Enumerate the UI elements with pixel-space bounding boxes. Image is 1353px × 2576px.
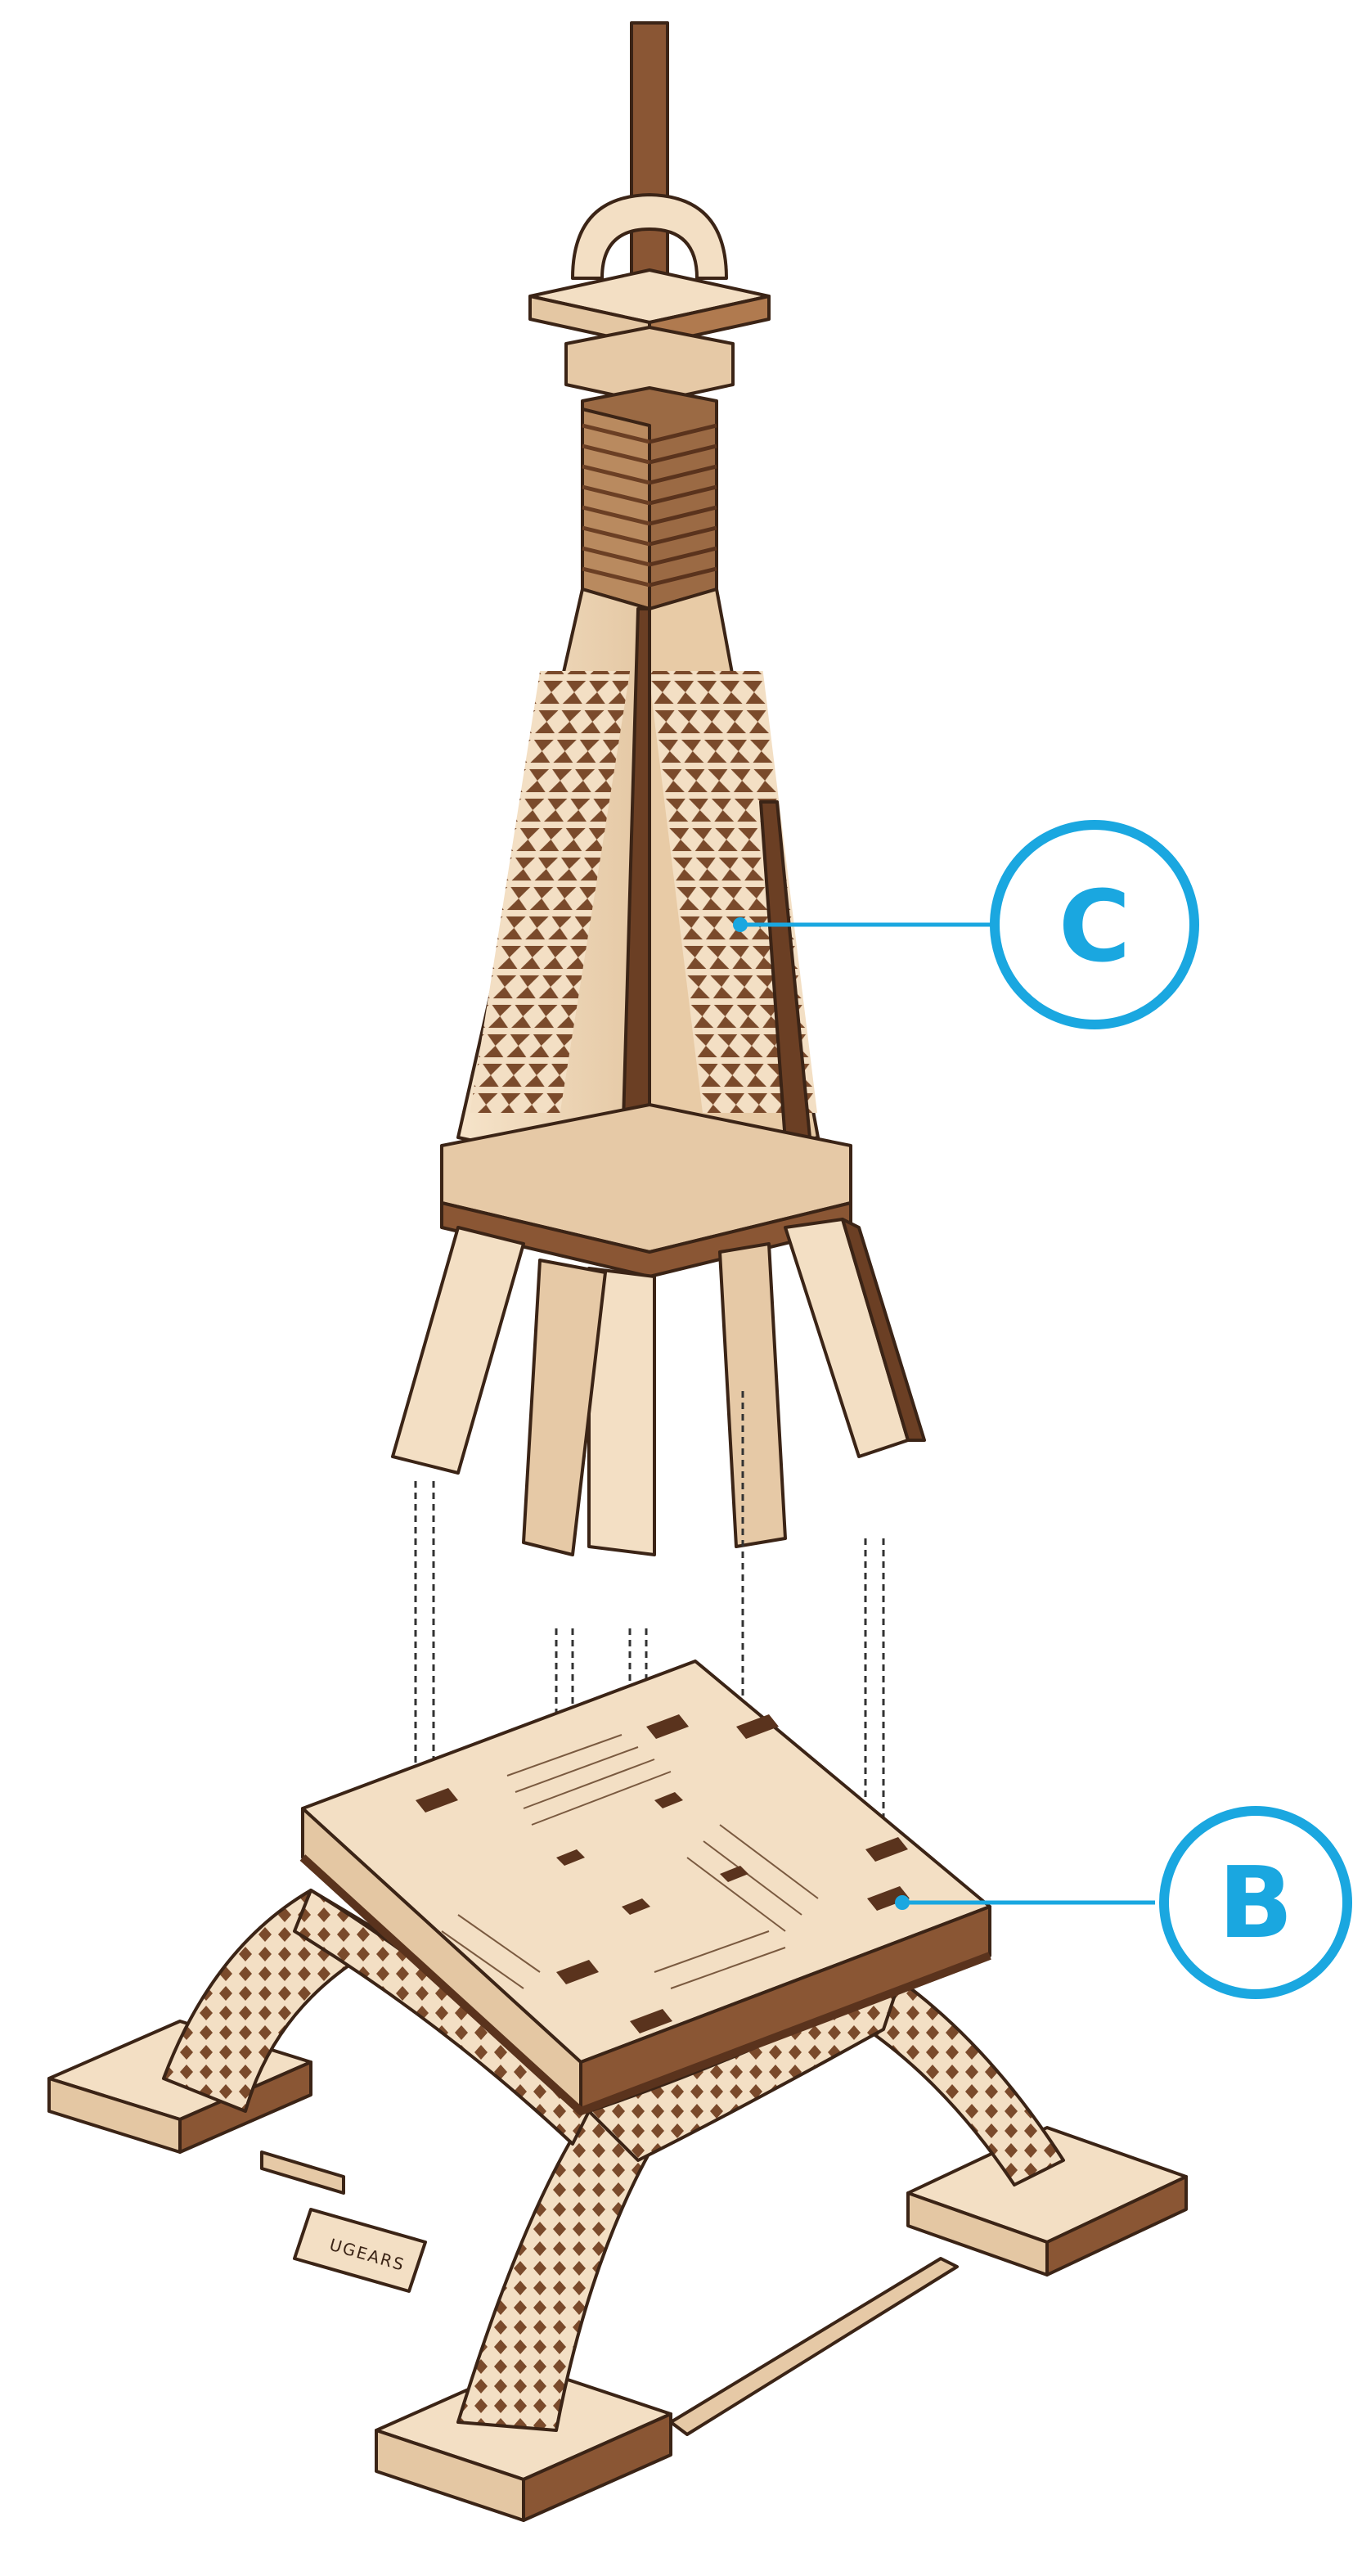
logo-plate: UGEARS	[294, 2209, 425, 2291]
base-section: UGEARS	[49, 1661, 1186, 2520]
arch-right	[867, 1980, 1063, 2185]
arch-front	[458, 2111, 654, 2430]
antenna	[632, 23, 668, 293]
neck-layers	[582, 388, 717, 609]
callout-b-dot	[895, 1895, 910, 1910]
upper-tower-section	[393, 23, 924, 1555]
callout-c-dot	[733, 917, 748, 932]
label-b: B	[1218, 1847, 1292, 1961]
label-c: C	[1059, 871, 1130, 984]
